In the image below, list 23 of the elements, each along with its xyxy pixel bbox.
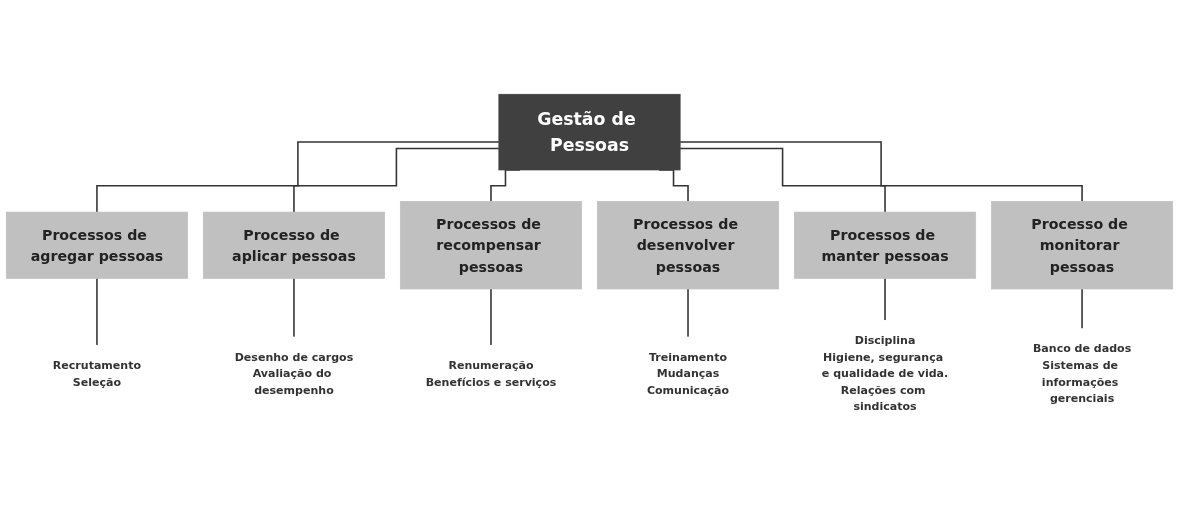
node-text: Banco de dados Sistemas de informações gerenciais [1032,342,1132,405]
node-text: Disciplina Higiene, segurança e qualidade de vida. Relações com sindicatos [821,333,949,413]
connector [679,147,886,213]
node-text: Recrutamento Seleção [52,358,142,388]
connector [96,141,500,213]
node-box: Processos de agregar pessoas [5,211,188,279]
node-box: Processo de aplicar pessoas [202,211,385,279]
connector [1081,288,1083,330]
node-text: Renumeração Benefícios e serviços [425,358,557,388]
connector [293,147,500,213]
node-box: Processos de desenvolver pessoas [597,201,780,290]
node-text: Desenho de cargos Avaliação do desempenho [234,350,354,397]
node-box: Processo de monitorar pessoas [991,201,1174,290]
node-box: Processos de recompensar pessoas [399,201,582,290]
connector [96,277,98,346]
node-box: Gestão de Pessoas [498,93,681,171]
connector [884,277,886,322]
connector [687,288,689,338]
node-text: Treinamento Mudanças Comunicação [646,350,730,397]
connector [679,141,1083,203]
connector [293,277,295,338]
connector [490,288,492,346]
node-box: Processos de manter pessoas [794,211,977,279]
